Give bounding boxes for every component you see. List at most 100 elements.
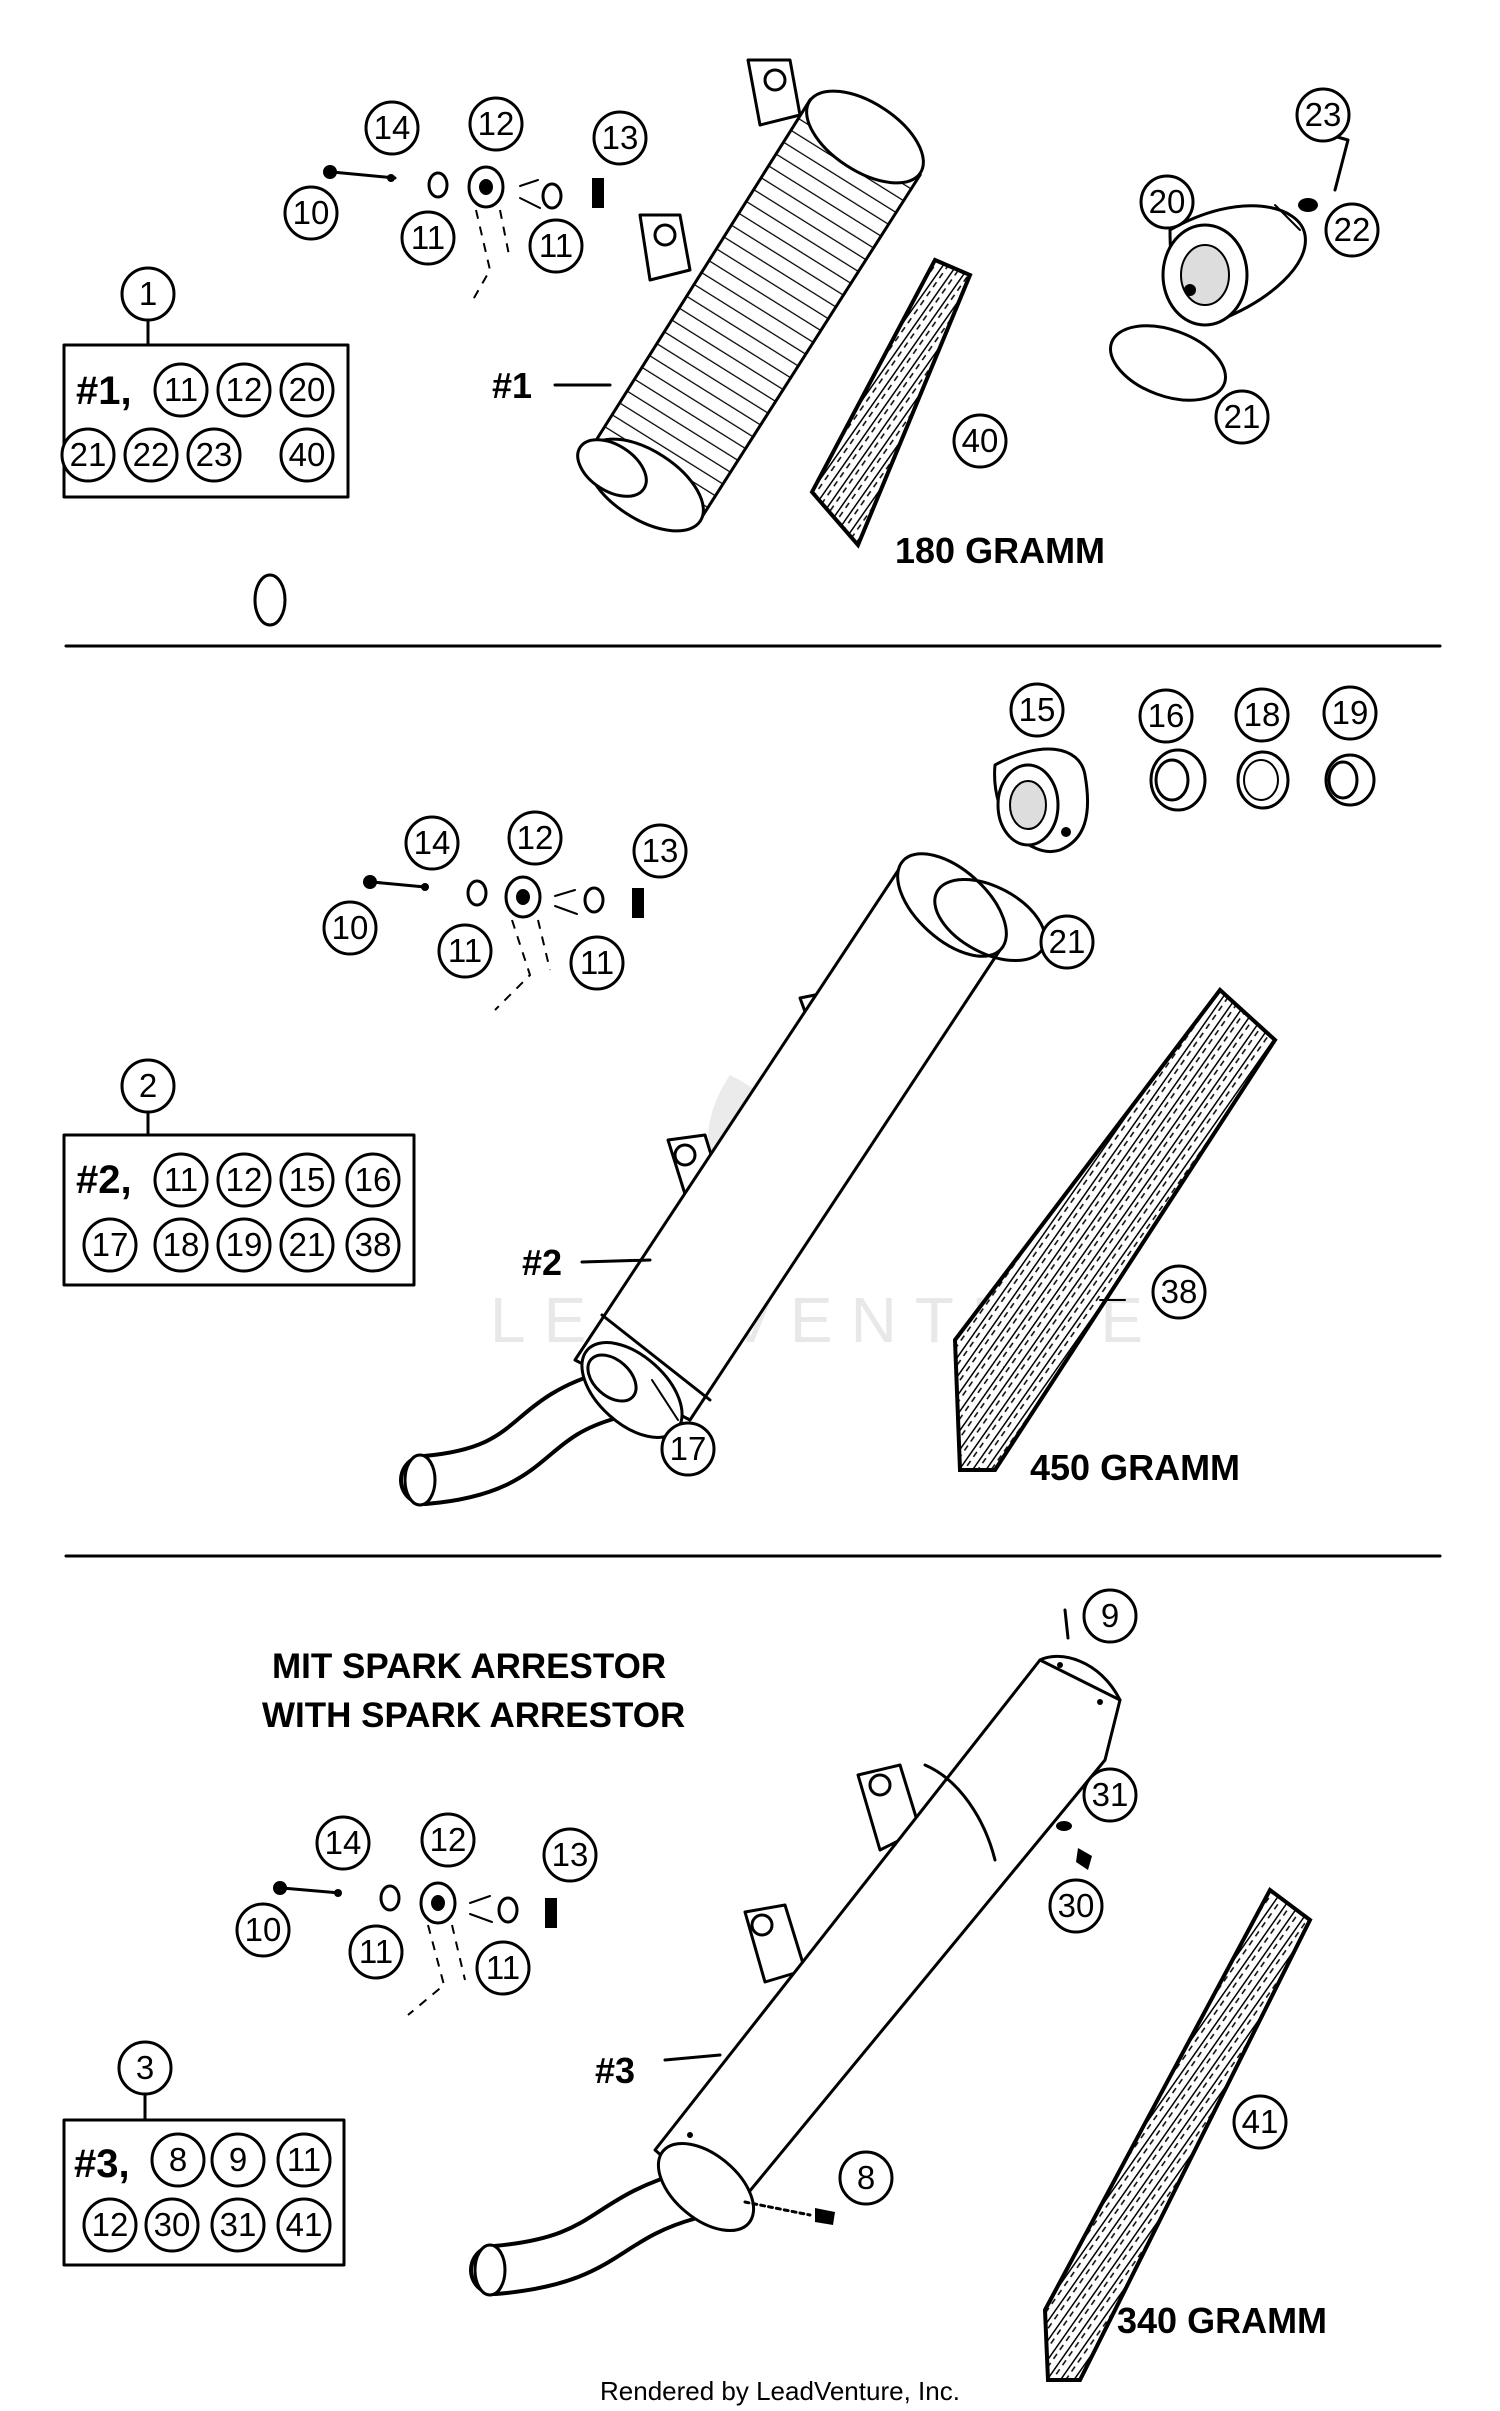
- ring-16: [1149, 748, 1207, 812]
- callout-circle: [1082, 1588, 1138, 1644]
- callout-number: 22: [1334, 211, 1371, 248]
- part-callout: 21: [1039, 914, 1095, 970]
- part-callout: 22: [1324, 202, 1380, 258]
- callout-circle: [120, 1058, 176, 1114]
- callout-number: 41: [1242, 2103, 1279, 2140]
- kit-part-bubble: 17: [82, 1217, 138, 1273]
- kit-label: #2,: [76, 1158, 132, 1202]
- callout-number: 21: [289, 1226, 326, 1263]
- assembly-label-2: #2: [522, 1242, 562, 1283]
- callout-number: 11: [486, 1949, 520, 1986]
- kit-part-bubble: 20: [279, 362, 335, 418]
- part-callout: 16: [1138, 688, 1194, 744]
- kit-number-bubble: 3: [117, 2040, 173, 2096]
- callout-circle: [542, 1827, 598, 1883]
- part-callout: 21: [1214, 389, 1270, 445]
- callout-number: 30: [1058, 1887, 1095, 1924]
- callout-circle: [279, 362, 335, 418]
- kit-number-bubble: 2: [120, 1058, 176, 1114]
- callout-number: 17: [670, 1430, 707, 1467]
- part-callout: 20: [1139, 174, 1195, 230]
- callout-number: 8: [857, 2159, 875, 2196]
- callout-circle: [315, 1815, 371, 1871]
- callout-number: 11: [287, 2141, 321, 2178]
- callout-number: 16: [1148, 697, 1185, 734]
- part-callout: 15: [1009, 682, 1065, 738]
- callout-circle: [279, 427, 335, 483]
- kit-part-bubble: 11: [153, 1152, 209, 1208]
- callout-number: 15: [1019, 691, 1056, 728]
- kit-label: #1,: [76, 369, 132, 413]
- callout-number: 2: [139, 1067, 157, 1104]
- callout-circle: [507, 810, 563, 866]
- part-callout: 13: [632, 823, 688, 879]
- callout-circle: [1151, 1264, 1207, 1320]
- section-2: #2,: [62, 747, 1376, 1507]
- callout-number: 12: [430, 1821, 467, 1858]
- part-callout: 30: [1048, 1878, 1104, 1934]
- callout-number: 40: [962, 422, 999, 459]
- callout-number: 21: [1049, 923, 1086, 960]
- callout-circle: [279, 1152, 335, 1208]
- callout-number: 12: [478, 105, 515, 142]
- callout-number: 23: [196, 436, 233, 473]
- callout-circle: [1139, 174, 1195, 230]
- callout-number: 10: [293, 194, 330, 231]
- callout-circle: [1138, 688, 1194, 744]
- kit-part-bubble: 23: [186, 427, 242, 483]
- kit-part-bubble: 9: [210, 2132, 266, 2188]
- callout-circle: [838, 2150, 894, 2206]
- kit-part-bubble: 38: [345, 1217, 401, 1273]
- part-callout: 31: [1082, 1767, 1138, 1823]
- callout-circle: [528, 218, 584, 274]
- callout-number: 13: [602, 119, 639, 156]
- callout-number: 12: [92, 2206, 129, 2243]
- end-cap-15: [993, 747, 1089, 853]
- kit-part-bubble: 11: [153, 362, 209, 418]
- callout-number: 11: [164, 1161, 198, 1198]
- callout-circle: [348, 1924, 404, 1980]
- end-cap-20: [1161, 133, 1350, 327]
- callout-circle: [216, 362, 272, 418]
- callout-number: 10: [245, 1911, 282, 1948]
- callout-circle: [216, 1217, 272, 1273]
- part-callout: 19: [1322, 685, 1378, 741]
- part-callout: 14: [404, 815, 460, 871]
- callout-number: 40: [289, 436, 326, 473]
- kit-part-bubble: 16: [345, 1152, 401, 1208]
- callout-number: 19: [226, 1226, 263, 1263]
- callout-circle: [210, 2197, 266, 2253]
- assembly-label-3: #3: [595, 2050, 635, 2091]
- callout-circle: [276, 2132, 332, 2188]
- callout-circle: [1322, 685, 1378, 741]
- callout-circle: [120, 266, 176, 322]
- callout-number: 31: [220, 2206, 257, 2243]
- callout-number: 9: [229, 2141, 247, 2178]
- callout-circle: [468, 96, 524, 152]
- callout-number: 11: [580, 944, 614, 981]
- callout-circle: [186, 427, 242, 483]
- ring-18: [1236, 750, 1290, 810]
- callout-circle: [475, 1940, 531, 1996]
- assembly-label-1: #1: [492, 365, 532, 406]
- callout-number: 41: [286, 2206, 323, 2243]
- callout-circle: [283, 185, 339, 241]
- callout-circle: [345, 1217, 401, 1273]
- spark-arrestor-note-de: MIT SPARK ARRESTOR: [272, 1647, 666, 1686]
- o-ring-21-a: [1108, 324, 1228, 402]
- callout-circle: [952, 413, 1008, 469]
- callout-number: 17: [92, 1226, 129, 1263]
- callout-number: 11: [448, 932, 482, 969]
- callout-circle: [404, 815, 460, 871]
- section-1: #1,: [62, 58, 1350, 627]
- kit-part-bubble: 22: [123, 427, 179, 483]
- kit-part-bubble: 11: [276, 2132, 332, 2188]
- callout-circle: [210, 2132, 266, 2188]
- callout-number: 11: [164, 371, 198, 408]
- callout-number: 20: [289, 371, 326, 408]
- callout-circle: [437, 923, 493, 979]
- part-callout: 14: [364, 100, 420, 156]
- part-callout: 13: [592, 110, 648, 166]
- callout-number: 11: [359, 1933, 393, 1970]
